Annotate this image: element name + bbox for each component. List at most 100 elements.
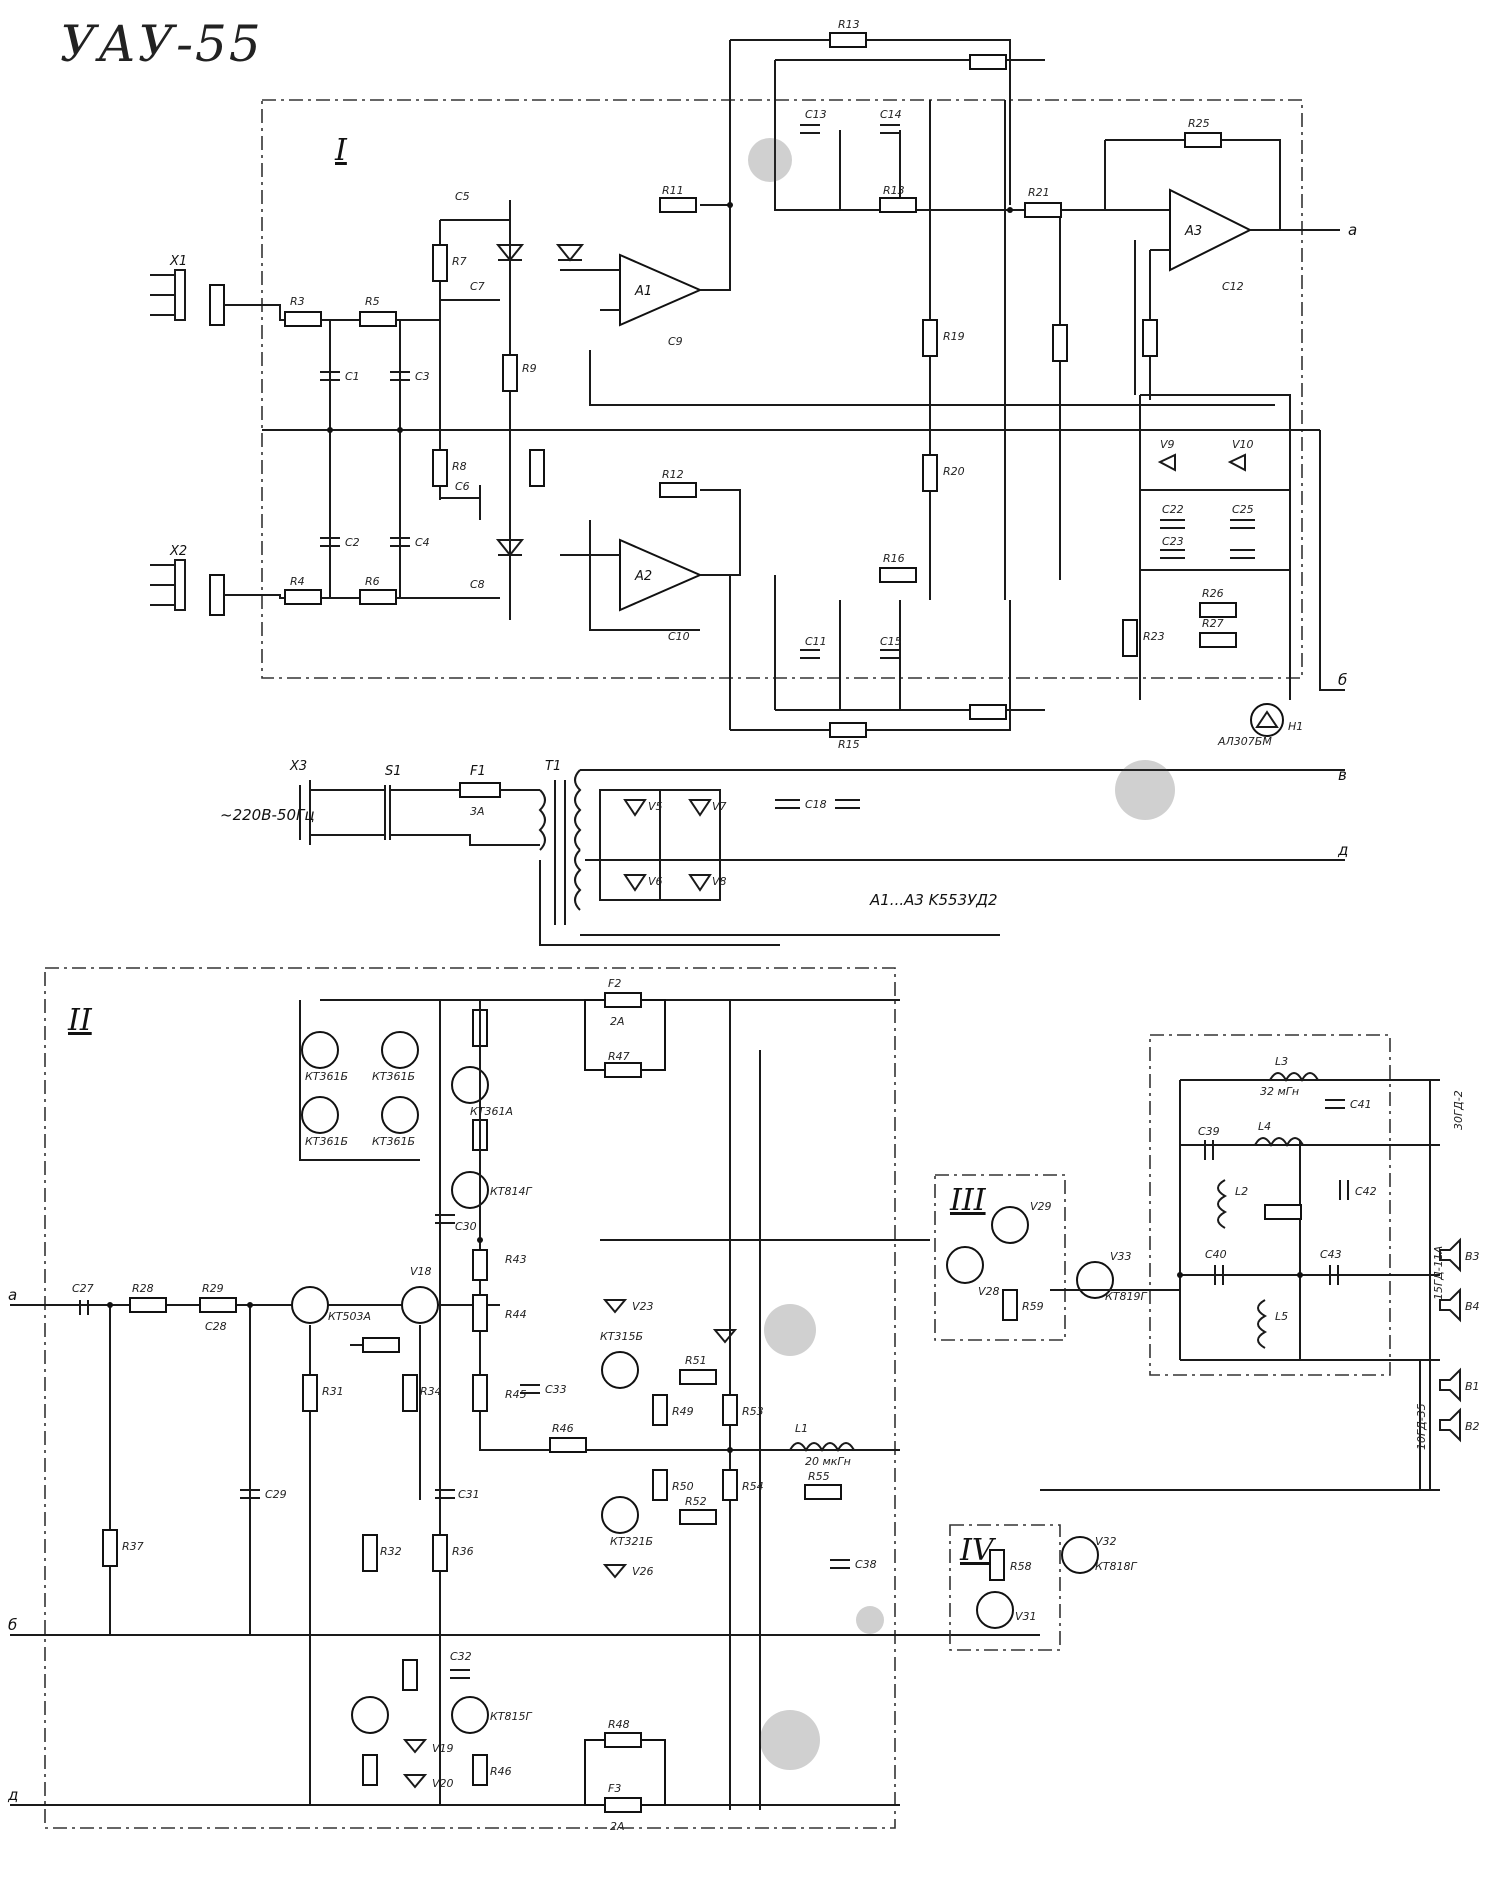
label-c32: C32 xyxy=(450,1650,472,1663)
resistor-r32 xyxy=(199,1297,237,1313)
svg-text:X3: X3 xyxy=(289,759,307,774)
label-r49: R48 xyxy=(608,1718,630,1731)
label-v15-type: КТ361А xyxy=(470,1105,513,1118)
transistor-v11 xyxy=(301,1031,339,1069)
resistor-r50 xyxy=(652,1394,668,1426)
resistor-r5 xyxy=(359,311,397,327)
diode-v27 xyxy=(712,1329,738,1344)
label-l3-val: 32 мГн xyxy=(1260,1085,1299,1098)
label-r57: R58 xyxy=(1010,1560,1032,1573)
label-r54: R53 xyxy=(742,1405,764,1418)
fuse-f1 xyxy=(459,782,501,798)
label-v10: V10 xyxy=(1232,438,1254,451)
label-v32: V32 xyxy=(1095,1535,1117,1548)
resistor-r39 xyxy=(402,1659,418,1691)
resistor-r13 xyxy=(879,197,917,213)
svg-text:B1: B1 xyxy=(1465,1380,1480,1393)
resistor-r43 xyxy=(472,1249,488,1281)
resistor-r33 xyxy=(302,1374,318,1412)
resistor-r31 xyxy=(129,1297,167,1313)
resistor-r58 xyxy=(1002,1289,1018,1321)
resistor-r11 xyxy=(659,197,697,213)
inductor-l5 xyxy=(1257,1299,1268,1349)
diode-v23 xyxy=(602,1299,628,1314)
label-v13-type: КТ361Б xyxy=(372,1070,415,1083)
label-v20: V20 xyxy=(432,1777,454,1790)
resistor-r28 xyxy=(1199,602,1237,618)
transistor-v13 xyxy=(381,1031,419,1069)
resistor-r49 xyxy=(604,1732,642,1748)
label-r31: R28 xyxy=(132,1282,154,1295)
opamp-a1 xyxy=(619,253,703,327)
label-v21-type: КТ814Г xyxy=(490,1185,533,1198)
block-iii-frame xyxy=(934,1174,1066,1341)
label-c3: C3 xyxy=(415,370,430,383)
resistor-r56 xyxy=(804,1484,842,1500)
transistor-v32 xyxy=(1061,1536,1099,1574)
resistor-r51 xyxy=(652,1469,668,1501)
svg-text:A1: A1 xyxy=(634,284,652,299)
label-c38: C38 xyxy=(855,1558,877,1571)
label-r20: R20 xyxy=(943,465,965,478)
mains-label: ~220В-50Гц xyxy=(220,806,315,824)
label-c17: C14 xyxy=(880,108,902,121)
label-v6: V6 xyxy=(648,875,663,888)
label-c6: C6 xyxy=(455,480,470,493)
block-iv-frame xyxy=(949,1524,1061,1651)
resistor-r9 xyxy=(502,354,518,392)
resistor-r44 xyxy=(472,1294,488,1332)
label-c9: C9 xyxy=(668,335,683,348)
opamp-a3 xyxy=(1169,188,1253,272)
diode-v2 xyxy=(495,539,525,557)
label-r43: R43 xyxy=(505,1253,527,1266)
speaker-b2: B2 xyxy=(1439,1407,1480,1443)
label-r32: R29 xyxy=(202,1282,224,1295)
label-v8: V8 xyxy=(712,875,727,888)
resistor-r19 xyxy=(922,319,938,357)
transistor-v28 xyxy=(946,1246,984,1284)
label-v24-type: КТ315Б xyxy=(600,1330,643,1343)
resistor-r6 xyxy=(359,589,397,605)
svg-text:B2: B2 xyxy=(1465,1420,1480,1433)
label-r15: R13 xyxy=(838,18,860,31)
label-r53: R52 xyxy=(685,1495,707,1508)
diode-v8 xyxy=(688,874,712,892)
label-r5: R5 xyxy=(365,295,380,308)
diode-v26 xyxy=(602,1564,628,1579)
resistor-r59 xyxy=(1264,1204,1302,1220)
svg-text:T1: T1 xyxy=(545,759,561,774)
label-f3: F3 xyxy=(608,1782,621,1795)
label-v26: V26 xyxy=(632,1565,654,1578)
label-r44: R44 xyxy=(505,1308,527,1321)
resistor-r36 xyxy=(362,1754,378,1786)
label-c29: C29 xyxy=(265,1488,287,1501)
scan-noise xyxy=(748,138,1175,1770)
resistor-r10 xyxy=(529,449,545,487)
zener-v10 xyxy=(1227,453,1246,472)
transistor-v29 xyxy=(991,1206,1029,1244)
inductor-l1 xyxy=(789,1442,855,1453)
label-r37: R34 xyxy=(420,1385,442,1398)
label-r29: R27 xyxy=(1202,617,1224,630)
label-h1: H1 xyxy=(1288,720,1303,733)
resistor-r22 xyxy=(969,704,1007,720)
label-f3-rating: 2А xyxy=(610,1820,625,1833)
resistor-r45 xyxy=(472,1374,488,1412)
resistor-r27 xyxy=(1184,132,1222,148)
label-r12: R12 xyxy=(662,468,684,481)
label-r13: R13 xyxy=(883,184,905,197)
label-r47: R46 xyxy=(552,1422,574,1435)
inductor-l4 xyxy=(1254,1137,1304,1148)
speaker-b3: B3 xyxy=(1439,1237,1480,1273)
label-v5: V5 xyxy=(648,800,663,813)
label-r46: R46 xyxy=(490,1765,512,1778)
input-connector-x1: X1 xyxy=(150,254,187,321)
line-label-b: б xyxy=(1338,671,1347,689)
line-label-d2: д xyxy=(7,1786,18,1804)
label-r35: R32 xyxy=(380,1545,402,1558)
label-c5: C5 xyxy=(455,190,470,203)
label-v31: V31 xyxy=(1015,1610,1037,1623)
label-r58: R59 xyxy=(1022,1300,1044,1313)
power-switch-s1: S1 xyxy=(310,764,402,840)
resistor-r18 xyxy=(879,567,917,583)
